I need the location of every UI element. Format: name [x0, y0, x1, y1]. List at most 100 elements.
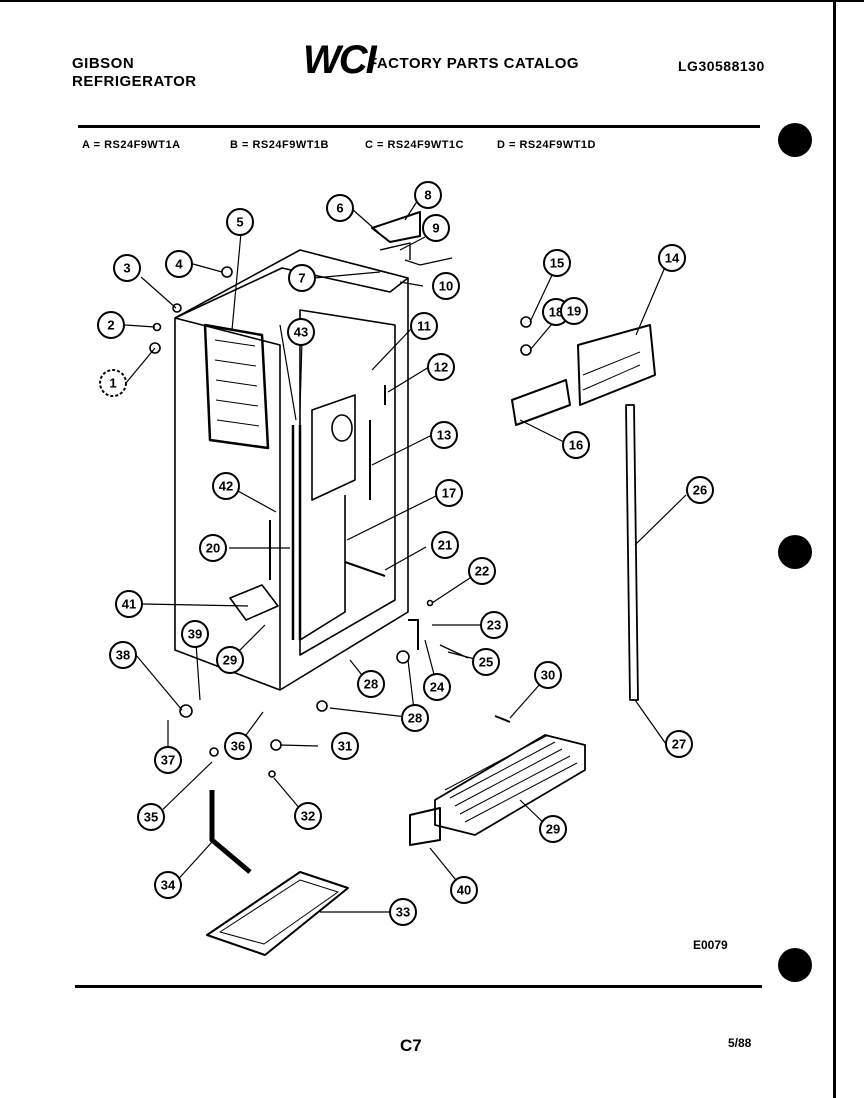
callout-number: 28	[408, 711, 422, 726]
drain-tube	[209, 790, 252, 874]
wci-logo: WCI	[303, 38, 377, 82]
callout-8: 8	[414, 181, 442, 209]
callout-bubble	[287, 318, 315, 346]
callout-number: 35	[144, 810, 158, 825]
callout-bubble	[427, 353, 455, 381]
callout-14: 14	[658, 244, 686, 272]
model-d: D = RS24F9WT1D	[497, 139, 596, 151]
callout-5: 5	[226, 208, 254, 236]
callout-19: 19	[560, 297, 588, 325]
product-type: REFRIGERATOR	[72, 73, 197, 90]
callout-bubble	[430, 421, 458, 449]
callout-number: 20	[206, 541, 220, 556]
callout-bubble	[357, 670, 385, 698]
callout-number: 14	[665, 251, 680, 266]
callout-bubble	[216, 646, 244, 674]
callout-bubble	[468, 557, 496, 585]
callout-42: 42	[212, 472, 240, 500]
callout-number: 24	[430, 680, 445, 695]
callout-23: 23	[480, 611, 508, 639]
callout-bubble	[326, 194, 354, 222]
callout-35: 35	[137, 803, 165, 831]
page-edge-top	[0, 0, 864, 2]
thermostat-knob	[371, 211, 421, 243]
callout-number: 21	[438, 538, 452, 553]
callout-41: 41	[115, 590, 143, 618]
model-b: B = RS24F9WT1B	[230, 139, 329, 151]
binder-hole-middle	[778, 535, 812, 569]
callout-number: 6	[336, 201, 343, 216]
callout-bubble	[686, 476, 714, 504]
cabinet-inner-panel	[299, 309, 396, 656]
callout-20: 20	[199, 534, 227, 562]
callout-number: 29	[223, 653, 237, 668]
callout-26: 26	[686, 476, 714, 504]
callout-number: 13	[437, 428, 451, 443]
callout-13: 13	[430, 421, 458, 449]
callout-6: 6	[326, 194, 354, 222]
callout-bubble	[115, 590, 143, 618]
callout-bubble	[414, 181, 442, 209]
callout-22: 22	[468, 557, 496, 585]
callout-bubble	[480, 611, 508, 639]
callout-bubble	[154, 746, 182, 774]
callout-number: 32	[301, 809, 315, 824]
model-c: C = RS24F9WT1C	[365, 139, 464, 151]
callout-number: 33	[396, 905, 410, 920]
callout-40: 40	[450, 876, 478, 904]
callout-34: 34	[154, 871, 182, 899]
callout-number: 9	[432, 221, 439, 236]
callout-number: 34	[161, 878, 176, 893]
page-date: 5/88	[728, 1036, 752, 1050]
callout-32: 32	[294, 802, 322, 830]
callout-29: 29	[539, 815, 567, 843]
callout-43: 43	[287, 318, 315, 346]
page-edge-right	[833, 0, 836, 1098]
callout-bubble	[658, 244, 686, 272]
callout-38: 38	[109, 641, 137, 669]
header-rule	[78, 125, 760, 128]
crisper-frame	[577, 324, 656, 406]
callout-28: 28	[357, 670, 385, 698]
callout-number: 19	[567, 304, 581, 319]
catalog-number: LG30588130	[678, 58, 765, 74]
callout-bubble	[423, 673, 451, 701]
callout-21: 21	[431, 531, 459, 559]
callout-bubble	[199, 534, 227, 562]
evaporator-cover	[203, 323, 270, 450]
callout-number: 31	[338, 739, 352, 754]
callout-39: 39	[181, 620, 209, 648]
callout-10: 10	[432, 272, 460, 300]
callout-bubble	[181, 620, 209, 648]
drain-strip	[299, 495, 346, 641]
callout-number: 30	[541, 668, 555, 683]
callout-bubble	[450, 876, 478, 904]
callout-number: 3	[123, 261, 130, 276]
callout-2: 2	[97, 311, 125, 339]
callout-number: 29	[546, 822, 560, 837]
callout-number: 1	[109, 376, 116, 391]
callout-number: 10	[439, 279, 453, 294]
callout-number: 11	[417, 319, 431, 334]
callout-17: 17	[435, 479, 463, 507]
callout-bubble	[472, 648, 500, 676]
callout-number: 12	[434, 360, 448, 375]
callout-bubble	[543, 249, 571, 277]
callout-15: 15	[543, 249, 571, 277]
drain-pan	[206, 871, 349, 956]
callout-bubble	[97, 311, 125, 339]
callout-3: 3	[113, 254, 141, 282]
binder-hole-top	[778, 123, 812, 157]
callout-number: 36	[231, 739, 245, 754]
callout-bubble	[154, 871, 182, 899]
breaker-strip	[625, 404, 639, 701]
callout-number: 43	[294, 325, 308, 340]
callout-33: 33	[389, 898, 417, 926]
callout-bubble	[665, 730, 693, 758]
callout-27: 27	[665, 730, 693, 758]
callout-11: 11	[410, 312, 438, 340]
condenser	[434, 734, 586, 836]
callout-37: 37	[154, 746, 182, 774]
callout-bubble	[410, 312, 438, 340]
callout-4: 4	[165, 250, 193, 278]
